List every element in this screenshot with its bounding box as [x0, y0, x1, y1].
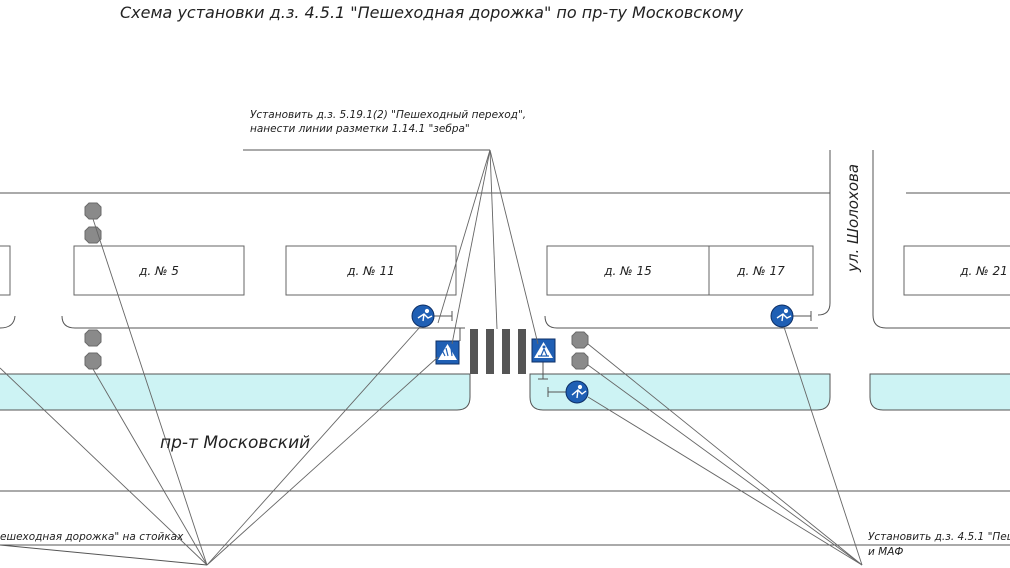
tree-icon: [84, 202, 102, 220]
building-15: д. № 15: [546, 245, 710, 296]
building-17: д. № 17: [708, 245, 814, 296]
road-structure: [0, 150, 1010, 546]
note-top-line2: нанести линии разметки 1.14.1 "зебра": [250, 123, 470, 135]
buildings: д. № 5 д. № 11 д. № 15 д. № 17 д. № 21: [0, 245, 1010, 296]
note-bottom-right-line1: Установить д.з. 4.5.1 "Пеше: [868, 531, 1010, 543]
svg-text:д. № 21: д. № 21: [959, 264, 1008, 278]
sign-5-19-left: [435, 327, 465, 365]
svg-text:д. № 11: д. № 11: [346, 264, 395, 278]
scheme-title: Схема установки д.з. 4.5.1 "Пешеходная д…: [120, 3, 744, 22]
svg-text:д. № 17: д. № 17: [736, 264, 785, 278]
svg-text:д. № 5: д. № 5: [138, 264, 179, 278]
lawn-middle: [529, 373, 831, 411]
sign-4-5-1-a: [411, 304, 453, 328]
note-top: Установить д.з. 5.19.1(2) "Пешеходный пе…: [243, 109, 526, 151]
building-21: д. № 21: [903, 245, 1010, 296]
building-5: д. № 5: [73, 245, 245, 296]
lawn-left: [0, 373, 471, 411]
road-label: пр-т Московский: [160, 433, 310, 453]
tree-icon: [571, 352, 589, 370]
note-bottom-right-line2: и МАФ: [868, 546, 903, 558]
sign-4-5-1-c: [547, 380, 589, 404]
tree-icon: [84, 352, 102, 370]
building-left-edge: [0, 245, 11, 296]
zebra-crossing: [470, 329, 526, 374]
building-11: д. № 11: [285, 245, 457, 296]
lawn-right: [869, 373, 1010, 411]
svg-text:д. № 15: д. № 15: [603, 264, 652, 278]
sign-4-5-1-b: [770, 304, 812, 328]
trees: [84, 202, 589, 370]
note-bottom-right: Установить д.з. 4.5.1 "Пеше и МАФ: [868, 531, 1010, 558]
tree-icon: [84, 329, 102, 347]
tree-icon: [571, 331, 589, 349]
street-label: ул. Шолохова: [844, 164, 862, 273]
pedestrian-path-sign-icon: [565, 380, 589, 404]
note-top-line1: Установить д.з. 5.19.1(2) "Пешеходный пе…: [250, 109, 526, 121]
sign-5-19-right: [531, 338, 556, 380]
leader-lines: [0, 149, 863, 566]
lawns: [0, 373, 1010, 411]
note-bottom-left: ешеходная дорожка" на стойках: [0, 531, 184, 543]
